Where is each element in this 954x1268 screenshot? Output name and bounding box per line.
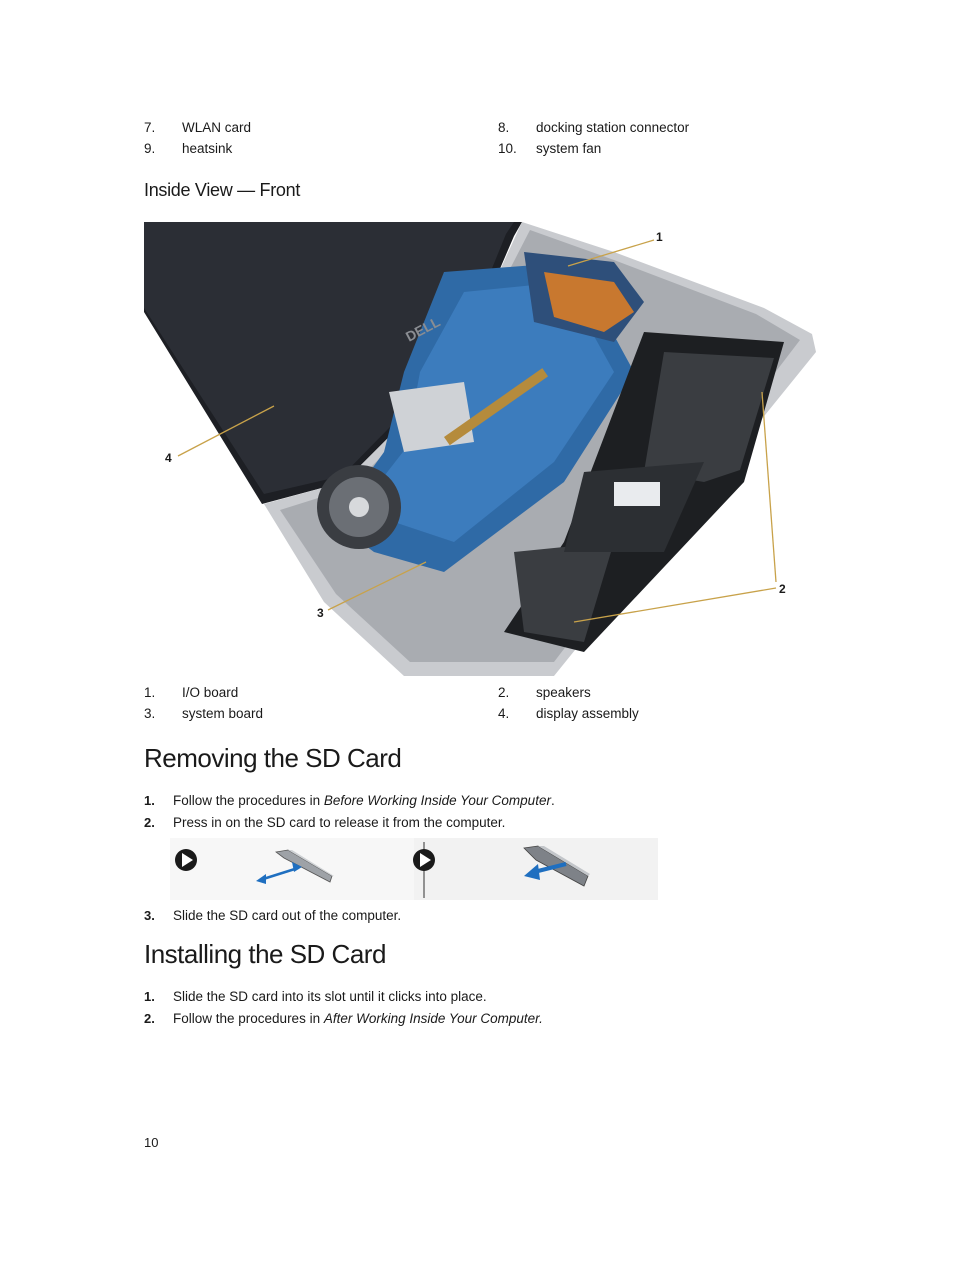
legend-num: 3. xyxy=(144,706,156,721)
wlan-cable xyxy=(544,272,634,332)
legend-num: 10. xyxy=(498,141,517,156)
step-text: Press in on the SD card to release it fr… xyxy=(173,815,506,830)
legend-label: system fan xyxy=(536,141,602,156)
battery-bay xyxy=(564,462,704,552)
label-sticker xyxy=(614,482,660,506)
legend-label: display assembly xyxy=(536,706,639,721)
installing-sd-title: Installing the SD Card xyxy=(144,939,386,969)
callout-3: 3 xyxy=(317,606,324,620)
legend-label: I/O board xyxy=(182,685,239,700)
step-number: 2. xyxy=(144,815,155,830)
page-number: 10 xyxy=(144,1135,159,1150)
laptop-illustration: DELL xyxy=(144,222,816,676)
legend-num: 9. xyxy=(144,141,156,156)
sd-card-push-icon xyxy=(256,849,334,884)
sd-card-eject-icon xyxy=(523,845,590,887)
step-text: Follow the procedures in After Working I… xyxy=(173,1011,543,1026)
step-number: 1. xyxy=(144,793,155,808)
step-number: 2. xyxy=(144,1011,155,1026)
removing-sd-title: Removing the SD Card xyxy=(144,743,402,773)
legend-num: 7. xyxy=(144,120,156,135)
heatsink xyxy=(389,382,474,452)
play-icon xyxy=(175,849,197,871)
play-icon xyxy=(413,849,435,871)
inside-view-heading: Inside View — Front xyxy=(144,180,301,200)
inside-view-figure: DELL 1 2 3 4 xyxy=(144,222,816,676)
leader-line-1 xyxy=(567,239,655,267)
heat-pipe xyxy=(444,368,549,446)
leader-line-2a xyxy=(761,391,777,583)
leader-line-4 xyxy=(177,405,275,457)
speaker-lower xyxy=(514,542,614,642)
legend-label: WLAN card xyxy=(182,120,252,135)
sd-card-steps-figure xyxy=(170,838,658,900)
legend-num: 4. xyxy=(498,706,510,721)
legend-label: docking station connector xyxy=(536,120,690,135)
step-number: 1. xyxy=(144,989,155,1004)
step-number: 3. xyxy=(144,908,155,923)
legend-label: heatsink xyxy=(182,141,233,156)
callout-1: 1 xyxy=(656,230,663,244)
speaker-upper xyxy=(644,352,774,482)
legend-num: 1. xyxy=(144,685,156,700)
legend-num: 2. xyxy=(498,685,510,700)
step-text: Slide the SD card into its slot until it… xyxy=(173,989,487,1004)
callout-2: 2 xyxy=(779,582,786,596)
legend-num: 8. xyxy=(498,120,510,135)
legend-label: system board xyxy=(182,706,264,721)
callout-4: 4 xyxy=(165,451,172,465)
leader-line-2b xyxy=(573,587,777,623)
step-text: Slide the SD card out of the computer. xyxy=(173,908,402,923)
legend-label: speakers xyxy=(536,685,591,700)
sd-card-illustration xyxy=(170,838,658,900)
step-text: Follow the procedures in Before Working … xyxy=(173,793,555,808)
leader-line-3 xyxy=(327,561,427,611)
